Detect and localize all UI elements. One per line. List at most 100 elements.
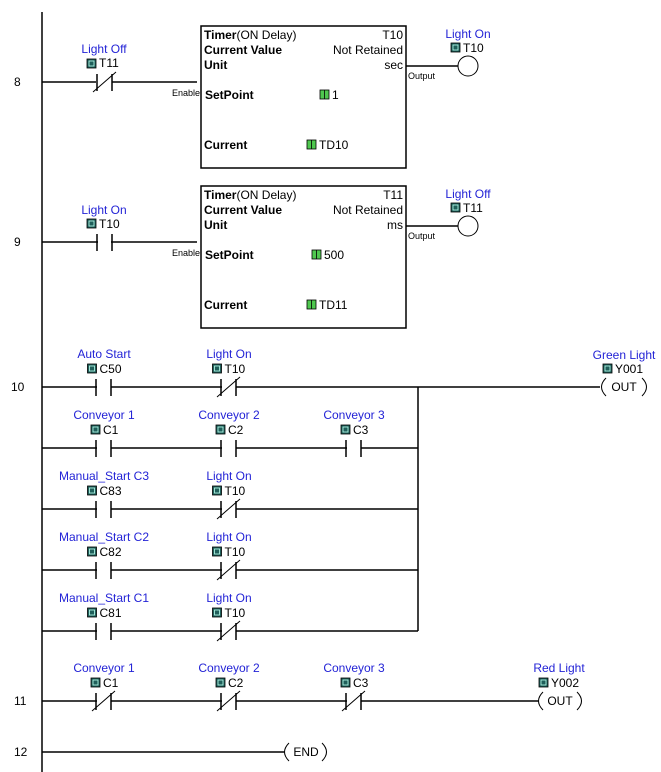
contact-address: C83 (100, 484, 122, 498)
contact-address: C2 (228, 676, 244, 690)
output-coil[interactable]: Light On T10 (445, 27, 491, 77)
bit-icon (450, 202, 461, 213)
contact-address: C2 (228, 423, 244, 437)
nc-slash (216, 690, 241, 712)
coil-nickname: Green Light (593, 348, 656, 362)
end-right-paren (321, 742, 327, 762)
contact-nickname: Light On (206, 469, 251, 483)
contact-nickname: Conveyor 3 (323, 408, 385, 422)
contact-nickname: Light Off (81, 42, 127, 56)
timer-title: Timer(ON Delay) (204, 28, 296, 42)
bit-icon (86, 218, 97, 229)
contact-no[interactable]: Conveyor 1C1 (73, 408, 135, 457)
word-icon (306, 299, 317, 310)
contact-address: C3 (353, 423, 369, 437)
contact-address: C82 (100, 545, 122, 559)
nc-slash (216, 376, 241, 398)
setpoint-value[interactable]: 1 (332, 88, 339, 102)
contact-nickname: Auto Start (77, 347, 131, 361)
contact-nc[interactable]: Conveyor 3C3 (323, 661, 385, 712)
unit-value: ms (387, 218, 403, 232)
unit-value: sec (384, 58, 403, 72)
contact-nickname: Manual_Start C2 (59, 530, 149, 544)
contact-nc[interactable]: Light Off T11 (81, 42, 127, 93)
coil-right-paren (641, 377, 647, 397)
contact-nickname: Manual_Start C3 (59, 469, 149, 483)
contact-nc[interactable]: Conveyor 2C2 (198, 661, 260, 712)
nc-slash (92, 71, 117, 93)
bit-icon (450, 42, 461, 53)
contact-no[interactable]: Conveyor 2C2 (198, 408, 260, 457)
coil-right-paren (576, 691, 582, 711)
contact-nickname: Light On (206, 591, 251, 605)
output-coil[interactable]: Green Light Y001 OUT (593, 348, 656, 397)
output-coil[interactable]: Red Light Y002 OUT (533, 661, 585, 711)
setpoint-value[interactable]: 500 (324, 248, 344, 262)
contact-nickname: Conveyor 3 (323, 661, 385, 675)
timer-id: T10 (382, 28, 403, 42)
rung-number: 10 (11, 380, 25, 394)
rung-number: 12 (14, 745, 28, 759)
rung-number: 9 (14, 235, 21, 249)
unit-label: Unit (204, 58, 227, 72)
timer-block[interactable]: Timer(ON Delay) T10 Current Value Not Re… (200, 25, 407, 169)
contact-nickname: Conveyor 2 (198, 408, 260, 422)
rung-number: 11 (14, 694, 27, 708)
nc-slash (341, 690, 366, 712)
bit-icon (212, 363, 222, 374)
contact-address: C3 (353, 676, 369, 690)
contact-address: C50 (100, 362, 122, 376)
end-instruction[interactable]: END (284, 742, 327, 762)
bit-icon (86, 58, 97, 69)
bit-icon (212, 546, 222, 557)
unit-label: Unit (204, 218, 227, 232)
bit-icon (87, 485, 97, 496)
coil-nickname: Light Off (445, 187, 491, 201)
end-left-paren (284, 742, 290, 762)
contact-nickname: Conveyor 1 (73, 408, 135, 422)
contact-nickname: Manual_Start C1 (59, 591, 149, 605)
contact-address: T10 (225, 362, 246, 376)
coil-nickname: Light On (445, 27, 490, 41)
coil-icon (457, 55, 479, 77)
bit-icon (538, 677, 549, 688)
contact-address: T10 (225, 606, 246, 620)
contact-address: T10 (99, 217, 120, 231)
bit-icon (215, 424, 226, 435)
rung-8[interactable]: 8 Light Off T11 Enable Timer(ON Delay) T… (14, 25, 491, 169)
current-label: Current (204, 138, 247, 152)
contact-nc[interactable]: Conveyor 1C1 (73, 661, 135, 712)
timer-block[interactable]: Timer(ON Delay) T11 Current Value Not Re… (200, 185, 407, 329)
bit-icon (90, 424, 101, 435)
rung-12[interactable]: 12 END (14, 742, 327, 762)
word-icon (319, 89, 330, 100)
contact-address: C1 (103, 676, 119, 690)
enable-label: Enable (172, 88, 200, 98)
timer-title: Timer(ON Delay) (204, 188, 296, 202)
rung-9[interactable]: 9 Light On T10 Enable Timer(ON Delay) T1… (14, 185, 491, 329)
contact-no[interactable]: Conveyor 3C3 (323, 408, 385, 457)
bit-icon (340, 424, 351, 435)
contact-no[interactable]: Light On T10 (81, 203, 127, 251)
current-register: TD11 (319, 298, 348, 312)
setpoint-label: SetPoint (205, 88, 254, 102)
rung-11-contacts: Conveyor 1C1 Conveyor 2C2 Conveyor 3C3 (73, 661, 385, 712)
contact-nickname: Light On (81, 203, 126, 217)
nc-slash (216, 498, 241, 520)
contact-nickname: Conveyor 1 (73, 661, 135, 675)
contact-address: C1 (103, 423, 119, 437)
output-coil[interactable]: Light Off T11 (445, 187, 491, 237)
timer-id: T11 (383, 188, 403, 202)
current-value: Not Retained (333, 203, 403, 217)
rung-number: 8 (14, 75, 21, 89)
